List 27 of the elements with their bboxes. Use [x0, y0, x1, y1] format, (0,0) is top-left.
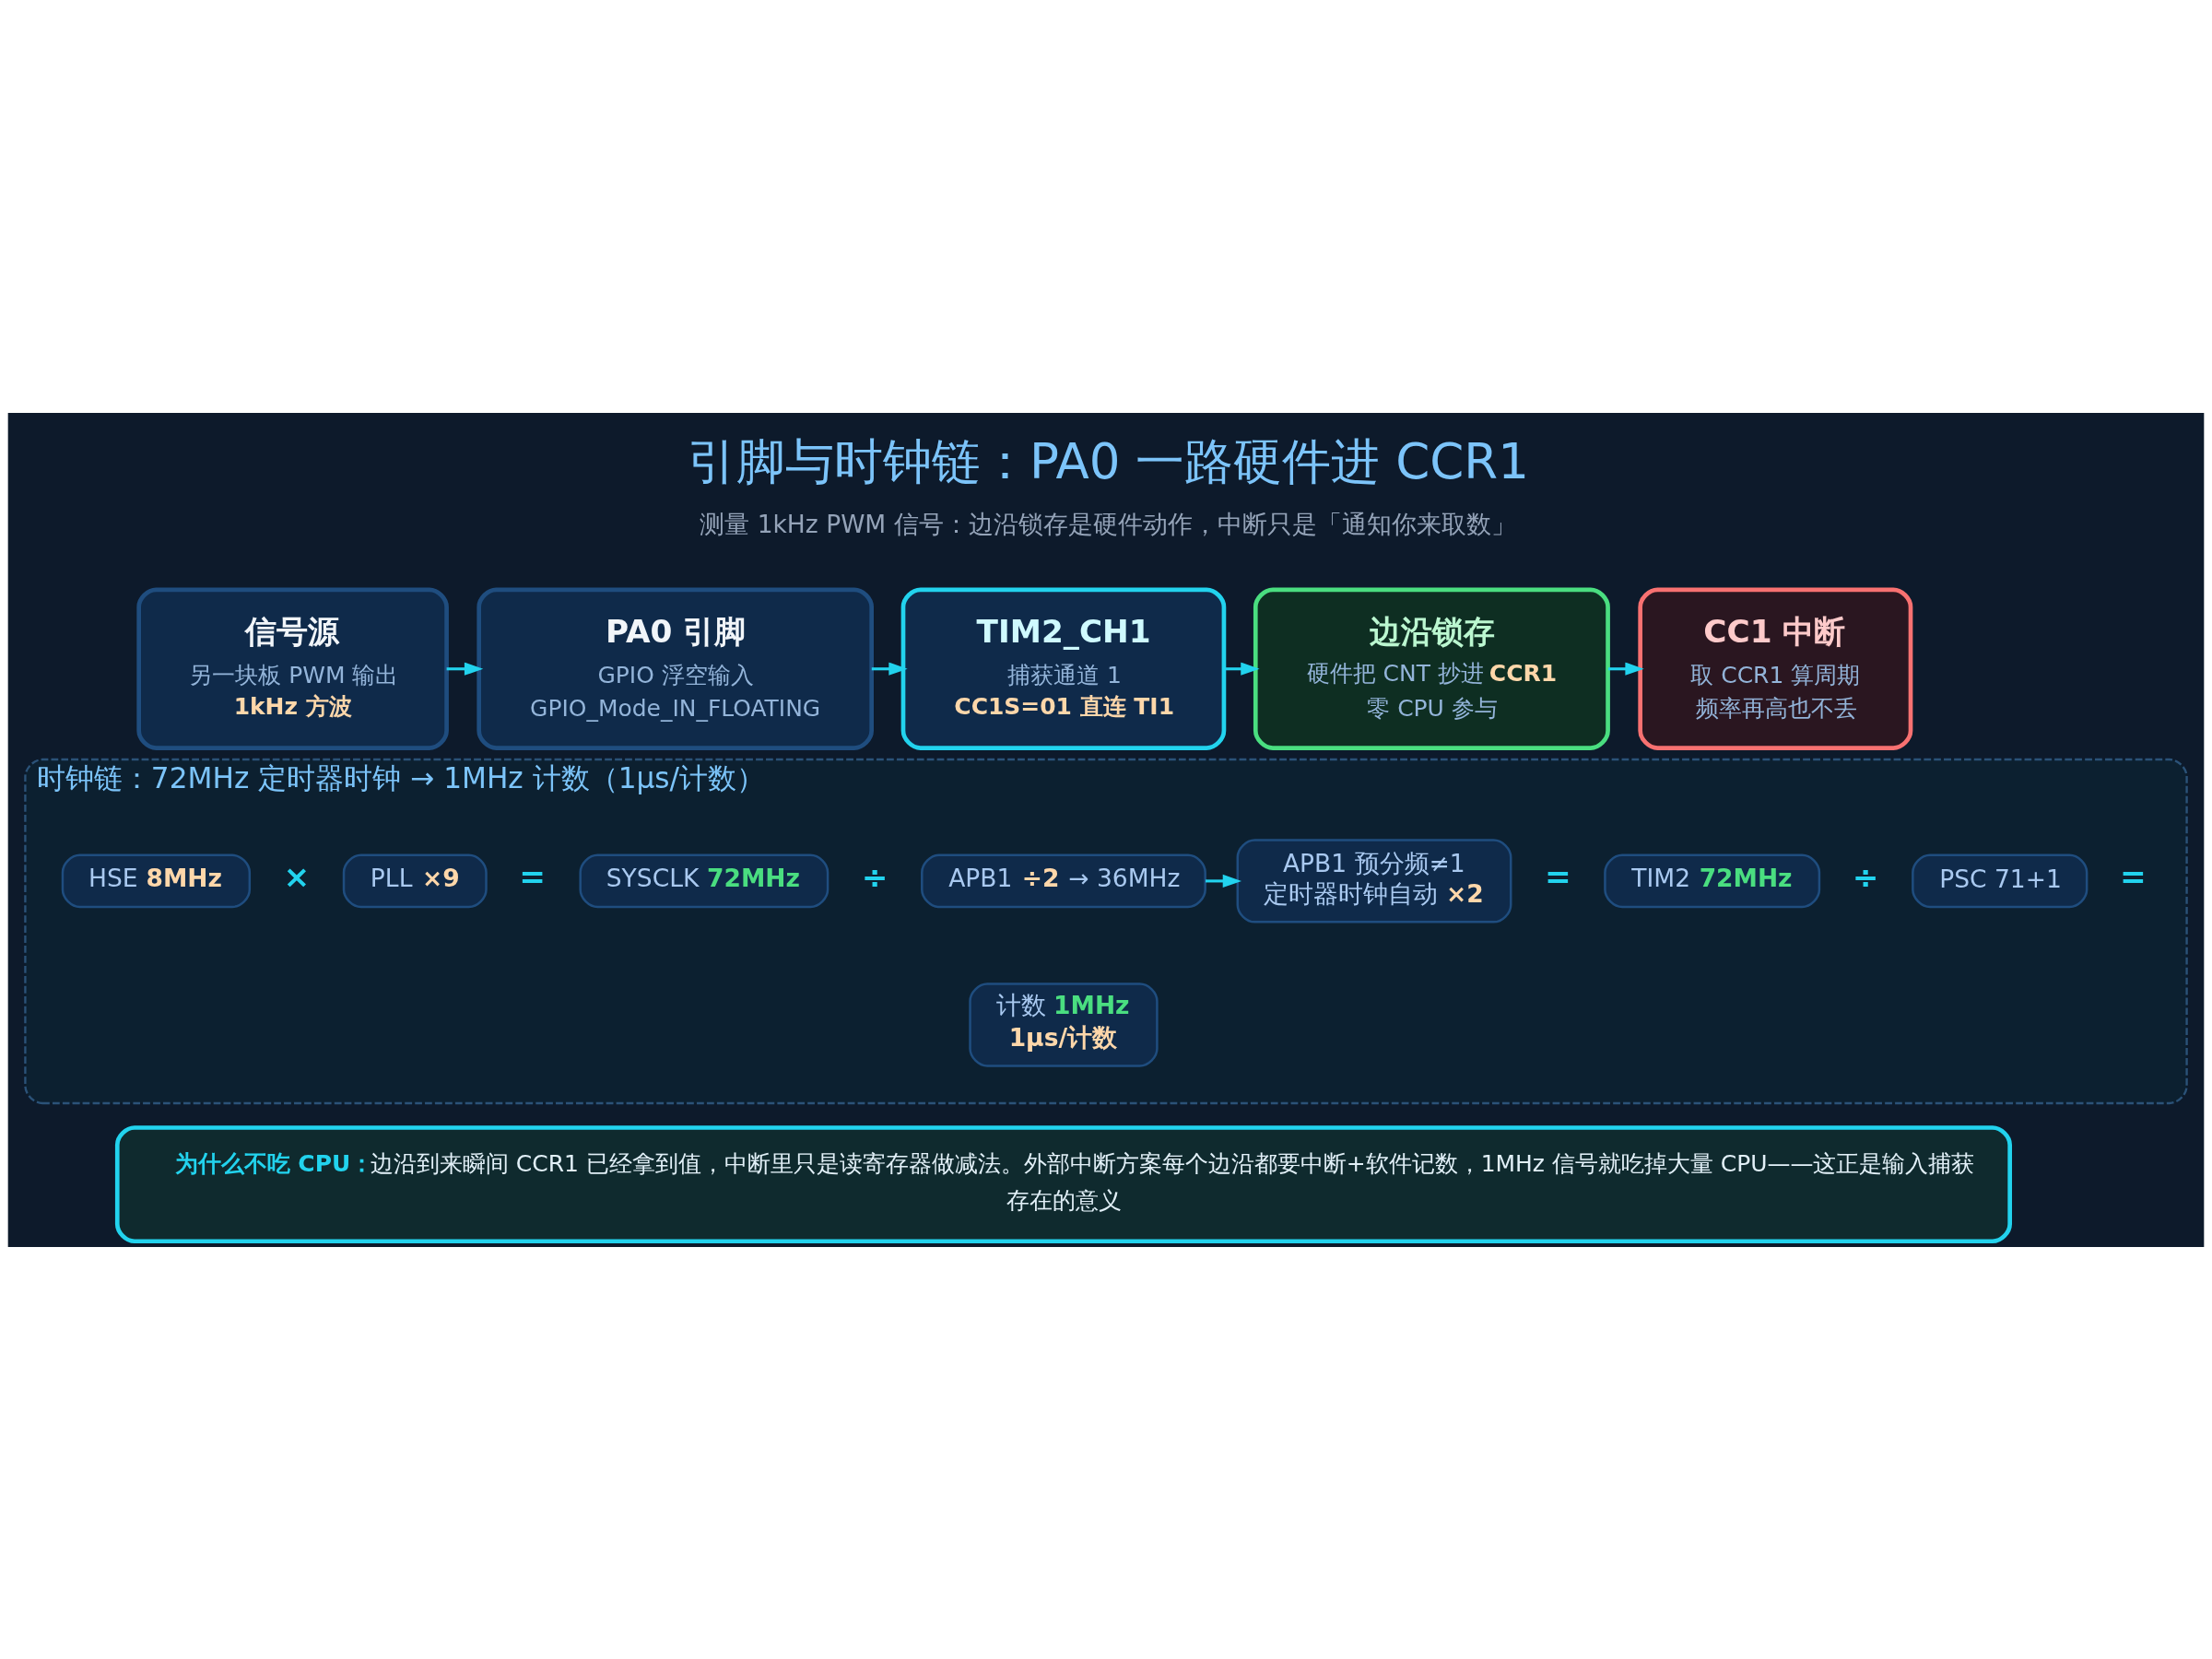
node-box: CC1 中断 取 CCR1 算周期 频率再高也不丢 [1638, 587, 1913, 750]
node-box: PA0 引脚 GPIO 浮空输入 GPIO_Mode_IN_FLOATING [477, 587, 874, 750]
node-box: TIM2_CH1 捕获通道 1 CC1S=01 直连 TI1 [900, 587, 1227, 750]
node-box: TIM2 72MHz [1604, 853, 1821, 908]
arrow [871, 662, 908, 676]
label: ÷ [1852, 857, 1879, 895]
node-box: 边沿锁存 硬件把 CNT 抄进 CCR1 零 CPU 参与 [1253, 587, 1610, 750]
node-box: APB1 预分频≠1 定时器时钟自动 ×2 [1236, 838, 1512, 924]
label: = [2120, 857, 2147, 895]
arrow [1206, 874, 1242, 888]
node-box: PLL ×9 [342, 853, 488, 908]
node-box: APB1 ÷2 → 36MHz [921, 853, 1206, 908]
arrow [1223, 662, 1260, 676]
diagram-title: 引脚与时钟链：PA0 一路硬件进 CCR1 [687, 432, 1529, 490]
node-box: HSE 8MHz [61, 853, 252, 908]
node-box: 计数 1MHz 1μs/计数 [969, 982, 1159, 1067]
label: × [283, 857, 311, 895]
node-box: SYSCLK 72MHz [579, 853, 830, 908]
label: = [519, 857, 547, 895]
node-box: 信号源 另一块板 PWM 输出 1kHz 方波 [136, 587, 449, 750]
node-box: PSC 71+1 [1912, 853, 2088, 908]
node-box: 为什么不吃 CPU：边沿到来瞬间 CCR1 已经拿到值，中断里只是读寄存器做减法。外部中断方案每个边沿都要中断+软件记数，1MHz 信号就吃掉大量 CPU——这正是输入捕获存在的意义 [114, 1124, 2012, 1243]
label: = [1544, 857, 1571, 895]
label: ÷ [861, 857, 888, 895]
arrow [1608, 662, 1644, 676]
caption: 测量 1kHz PWM 信号：边沿锁存是硬件动作，中断只是「通知你来取数」 [700, 509, 1516, 538]
arrow [446, 662, 484, 676]
